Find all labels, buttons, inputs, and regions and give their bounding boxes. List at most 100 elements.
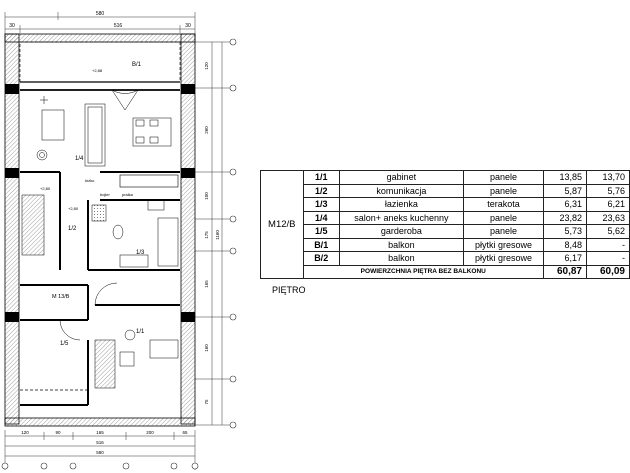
hatched-wall <box>94 339 116 389</box>
column-right-1 <box>181 84 195 94</box>
summary-row: POWIERZCHNIA PIĘTRA BEZ BALKONU 60,87 60… <box>261 264 630 279</box>
room-area-1: 23,82 <box>543 210 587 225</box>
balcony-door <box>111 89 139 111</box>
table-row: 1/5 garderoba panele 5,73 5,62 <box>261 224 630 239</box>
room-finish: terakota <box>462 197 545 212</box>
level-mark-3: +2,80 <box>40 186 51 191</box>
dim-bottom-4: 200 <box>146 430 154 435</box>
room-label-1-4: 1/4 <box>75 156 84 162</box>
room-number: 1/1 <box>302 170 340 185</box>
dim-bottom-5: 65 <box>182 430 188 435</box>
dim-bottom-total: 580 <box>96 450 104 455</box>
dim-side-5: 165 <box>204 280 209 288</box>
axis-markers <box>229 38 237 429</box>
dim-top-total: 580 <box>96 11 105 17</box>
room-name: balkon <box>338 237 464 252</box>
room-number: 1/3 <box>302 197 340 212</box>
dim-side-6: 160 <box>204 344 209 352</box>
room-name: gabinet <box>338 170 464 185</box>
room-label-1-3: 1/3 <box>136 250 145 256</box>
table-row: B/2 balkon płytki gresowe 6,17 - <box>261 251 630 266</box>
level-mark-2: +2,80 <box>68 206 79 211</box>
room-name: łazienka <box>338 197 464 212</box>
column-right-3 <box>181 312 195 322</box>
small-text-3: bojler <box>100 192 110 197</box>
dim-top-inner: 516 <box>114 23 123 29</box>
room-finish: panele <box>462 224 545 239</box>
room-name: salon+ aneks kuchenny <box>338 210 464 225</box>
room-name: garderoba <box>338 224 464 239</box>
dim-side-3: 100 <box>204 192 209 200</box>
room-number: 1/2 <box>302 183 340 198</box>
office-furniture <box>59 282 179 367</box>
small-text-1: łóżko <box>85 178 95 183</box>
kitchen-sink <box>147 199 165 211</box>
dim-bottom-2: 90 <box>55 430 61 435</box>
summary-label: POWIERZCHNIA PIĘTRA BEZ BALKONU <box>302 264 545 279</box>
column-right-2 <box>181 168 195 178</box>
room-area-1: 5,73 <box>543 224 587 239</box>
room-name: komunikacja <box>338 183 464 198</box>
room-area-2: 6,21 <box>585 197 630 212</box>
summary-area-1: 60,87 <box>543 264 587 279</box>
room-area-2: 5,62 <box>585 224 630 239</box>
stair-area <box>21 194 45 256</box>
dim-side-1: 120 <box>204 62 209 70</box>
dim-bottom-3: 165 <box>96 430 104 435</box>
room-finish: panele <box>462 210 545 225</box>
room-schedule-table: M12/B 1/1 gabinet panele 13,85 13,70 1/2… <box>260 170 630 279</box>
kitchen-counter <box>119 174 179 188</box>
room-finish: panele <box>462 183 545 198</box>
small-text-2: pralka <box>122 192 134 197</box>
dim-top-right: 30 <box>185 23 191 29</box>
exterior-walls <box>4 33 196 427</box>
interior-walls <box>20 171 180 406</box>
room-finish: panele <box>462 170 545 185</box>
room-label-m13b: M 13/B <box>52 294 70 300</box>
room-number: 1/4 <box>302 210 340 225</box>
dim-side-2: 260 <box>204 126 209 134</box>
room-label-1-5: 1/5 <box>60 341 69 347</box>
unit-label: M12/B <box>260 170 304 279</box>
room-number: B/1 <box>302 237 340 252</box>
room-area-1: 6,31 <box>543 197 587 212</box>
room-area-2: - <box>585 237 630 252</box>
room-area-1: 6,17 <box>543 251 587 266</box>
table-row: 1/3 łazienka terakota 6,31 6,21 <box>261 197 630 212</box>
room-finish: płytki gresowe <box>462 237 545 252</box>
floor-label: PIĘTRO <box>272 285 306 295</box>
room-number: B/2 <box>302 251 340 266</box>
dim-bottom-inner: 516 <box>96 440 104 445</box>
room-label-1-2: 1/2 <box>68 226 77 232</box>
column-left-2 <box>5 168 19 178</box>
room-name: balkon <box>338 251 464 266</box>
table-row: M12/B 1/1 gabinet panele 13,85 13,70 <box>260 170 630 279</box>
room-area-2: 23,63 <box>585 210 630 225</box>
room-area-2: 5,76 <box>585 183 630 198</box>
dim-side-4: 175 <box>204 231 209 239</box>
room-area-1: 5,87 <box>543 183 587 198</box>
bottom-axis-markers <box>1 462 199 470</box>
room-area-2: 13,70 <box>585 170 630 185</box>
room-finish: płytki gresowe <box>462 251 545 266</box>
room-area-1: 13,85 <box>543 170 587 185</box>
dim-side-7: 75 <box>204 399 209 405</box>
room-area-2: - <box>585 251 630 266</box>
balcony-b1-outline <box>19 41 181 83</box>
bottom-dimension-lines <box>4 430 196 470</box>
top-dimension-lines <box>4 12 196 34</box>
room-number: 1/5 <box>302 224 340 239</box>
bathroom-fixtures <box>91 204 179 268</box>
level-mark-1: +2,88 <box>92 68 103 73</box>
living-furniture <box>36 96 172 167</box>
summary-area-2: 60,09 <box>585 264 630 279</box>
dim-side-total: 1160 <box>215 230 220 240</box>
room-label-1-1: 1/1 <box>136 329 145 335</box>
column-left-1 <box>5 84 19 94</box>
room-label-b1: B/1 <box>132 62 142 68</box>
column-left-3 <box>5 312 19 322</box>
side-dimension-lines <box>195 41 232 426</box>
dim-top-left: 30 <box>9 23 15 29</box>
room-area-1: 8,48 <box>543 237 587 252</box>
